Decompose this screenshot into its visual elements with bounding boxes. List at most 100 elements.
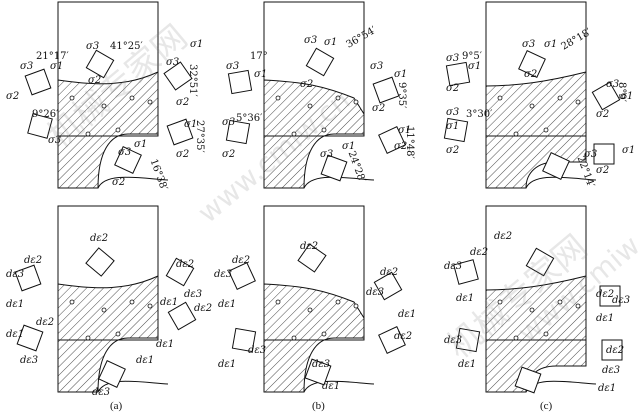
sym-a-6: σ3 [166,57,180,68]
strain-c-12: dε1 [598,383,617,394]
element-cube-35 [514,366,542,394]
angle-c-1: 9°5′ [462,51,482,62]
angle-b-4: 5°36′ [236,113,263,124]
sym-a-14: σ2 [112,177,126,188]
element-cube-3 [27,113,53,139]
sample-point-a-bottom-5 [115,331,121,337]
element-cube-2 [163,61,193,91]
strain-a-14: dε3 [92,387,111,398]
sym-b-4: σ1 [324,37,338,48]
strain-c-3: dε1 [456,293,475,304]
sym-b-2: σ1 [254,69,268,80]
sym-b-12: σ3 [320,149,334,160]
sym-b-3: σ3 [304,35,318,46]
sample-point-a-top-3 [147,99,153,105]
element-cube-29 [304,358,332,386]
strain-b-5: dε3 [248,345,267,356]
sym-b-11: σ2 [222,149,236,160]
sym-c-6: σ2 [524,69,538,80]
sample-point-c-top-4 [513,131,519,137]
sym-a-4: σ3 [86,41,100,52]
sym-c-11: σ1 [620,91,634,102]
strain-b-10: dε2 [394,331,413,342]
angle-a-4: 9°26′ [32,109,59,120]
sym-a-12: σ3 [118,147,132,158]
strain-a-4: dε1 [6,299,25,310]
sample-point-b-top-2 [335,95,341,101]
angle-a-1: 21°17′ [36,51,69,62]
sample-point-c-top-5 [543,127,549,133]
drawing-layer [14,1,623,394]
element-cube-7 [305,47,335,77]
sample-point-b-bottom-5 [321,331,327,337]
angle-b-1: 17° [250,51,268,62]
sym-a-8: σ2 [176,97,190,108]
strain-a-5: dε2 [36,317,55,328]
caption-c: (c) [540,400,553,412]
sym-c-8: σ1 [446,121,460,132]
sym-b-1: σ3 [226,61,240,72]
workpiece-c-top [485,71,587,189]
sym-a-11: σ2 [176,149,190,160]
sym-c-3: σ2 [446,83,460,94]
element-cube-4 [166,118,194,146]
strain-a-3: dε3 [6,269,25,280]
sample-point-a-top-5 [115,127,121,133]
element-cube-14 [591,81,621,111]
strain-b-1: dε2 [232,255,251,266]
sample-point-a-top-1 [101,103,107,109]
strain-c-6: dε1 [458,359,477,370]
sample-point-a-bottom-1 [101,307,107,313]
sample-point-b-bottom-4 [291,335,297,341]
element-cube-13 [518,50,546,78]
strain-c-1: dε2 [470,247,489,258]
sample-point-c-bottom-3 [575,303,581,309]
sym-b-9: σ3 [222,117,236,128]
sym-a-13: σ1 [134,139,148,150]
element-cube-12 [445,61,471,87]
sample-point-b-top-4 [291,131,297,137]
element-cube-18 [85,247,115,277]
strain-c-10: dε2 [606,345,625,356]
sym-a-1: σ3 [20,61,34,72]
strain-a-2: dε2 [24,255,43,266]
element-cube-8 [372,76,400,104]
strain-b-9: dε1 [398,309,417,320]
element-cube-21 [16,324,44,352]
element-cube-30 [453,259,479,285]
element-cube-0 [24,68,52,96]
sym-a-2: σ1 [50,61,64,72]
sample-point-a-top-4 [85,131,91,137]
strain-a-7: dε3 [20,355,39,366]
sample-point-c-bottom-1 [529,307,535,313]
sample-point-b-bottom-2 [335,299,341,305]
sym-b-6: σ3 [370,61,384,72]
element-cube-28 [378,326,406,354]
element-cube-19 [14,264,42,292]
strain-c-7: dε2 [596,289,615,300]
sym-a-9: σ3 [48,135,62,146]
sym-c-10: σ3 [606,79,620,90]
sample-point-b-bottom-3 [353,303,359,309]
element-cube-10 [378,126,406,154]
sym-c-12: σ2 [596,109,610,120]
sample-point-c-bottom-4 [513,335,519,341]
sym-c-15: σ2 [596,165,610,176]
strain-c-11: dε3 [602,365,621,376]
strain-b-4: dε2 [300,241,319,252]
strain-c-9: dε1 [596,313,615,324]
element-cube-16 [542,152,570,180]
element-cube-26 [373,271,403,301]
sample-point-c-bottom-2 [557,299,563,305]
angle-b-3: 9°35′ [396,82,407,109]
sym-c-13: σ3 [584,149,598,160]
strain-a-9: dε3 [184,289,203,300]
element-cube-9 [225,119,251,145]
element-cube-23 [98,360,126,388]
sample-point-a-bottom-3 [147,303,153,309]
strain-c-4: dε2 [494,231,513,242]
strain-b-8: dε3 [366,287,385,298]
workpiece-b-top [263,79,365,189]
sample-point-a-top-2 [129,95,135,101]
